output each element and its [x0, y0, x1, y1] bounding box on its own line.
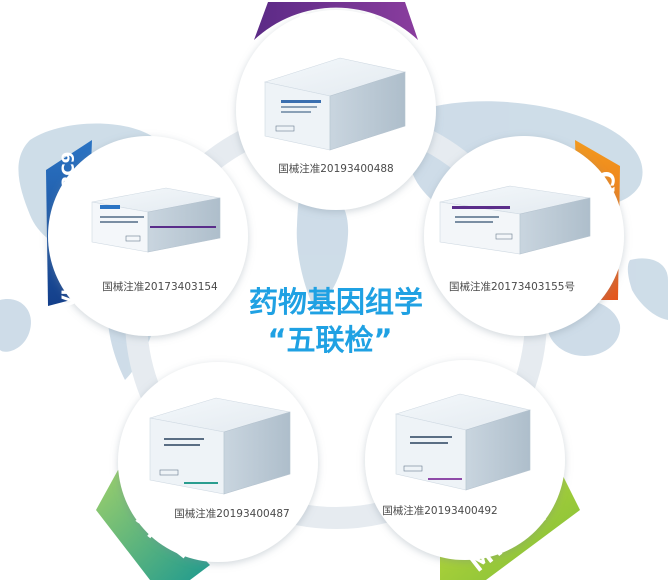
product-vkorc1-registration: 国械注准20173403154	[102, 280, 218, 293]
product-aldh2-registration: 国械注准20193400488	[278, 162, 394, 175]
product-cyp2c19-tab-label: CYP2C19	[592, 171, 617, 281]
product-vkorc1: VKORC1/CYP2C9 国械注准20173403154	[46, 136, 248, 336]
product-vkorc1-tab-label: VKORC1/CYP2C9	[59, 151, 79, 308]
product-mthfr-registration: 国械注准20193400492	[382, 504, 498, 517]
product-aldh2-tab-label: ALDH2	[294, 11, 377, 36]
center-title-line2: “五联检”	[267, 323, 392, 357]
product-mthfr: MTHFR 国械注准20193400492	[365, 360, 580, 580]
center-title-line1: 药物基因组学	[249, 285, 423, 319]
product-cyp2c19-registration: 国械注准20173403155号	[449, 280, 575, 293]
product-aldh2-tab	[254, 2, 418, 40]
product-apoe-registration: 国械注准20193400487	[174, 507, 290, 520]
kit-box-cyp2c19	[439, 185, 591, 255]
kit-box-mthfr	[394, 393, 532, 491]
kit-box-apoe	[149, 397, 291, 495]
center-title: 药物基因组学 “五联检”	[249, 285, 423, 357]
kit-box-aldh2	[263, 57, 407, 151]
product-cyp2c19: CYP2C19 国械注准20173403155号	[424, 136, 624, 336]
kit-box-vkorc1	[91, 187, 221, 253]
product-aldh2: ALDH2 国械注准20193400488	[236, 2, 436, 210]
product-apoe: ApoE 国械注准20193400487	[96, 362, 318, 580]
